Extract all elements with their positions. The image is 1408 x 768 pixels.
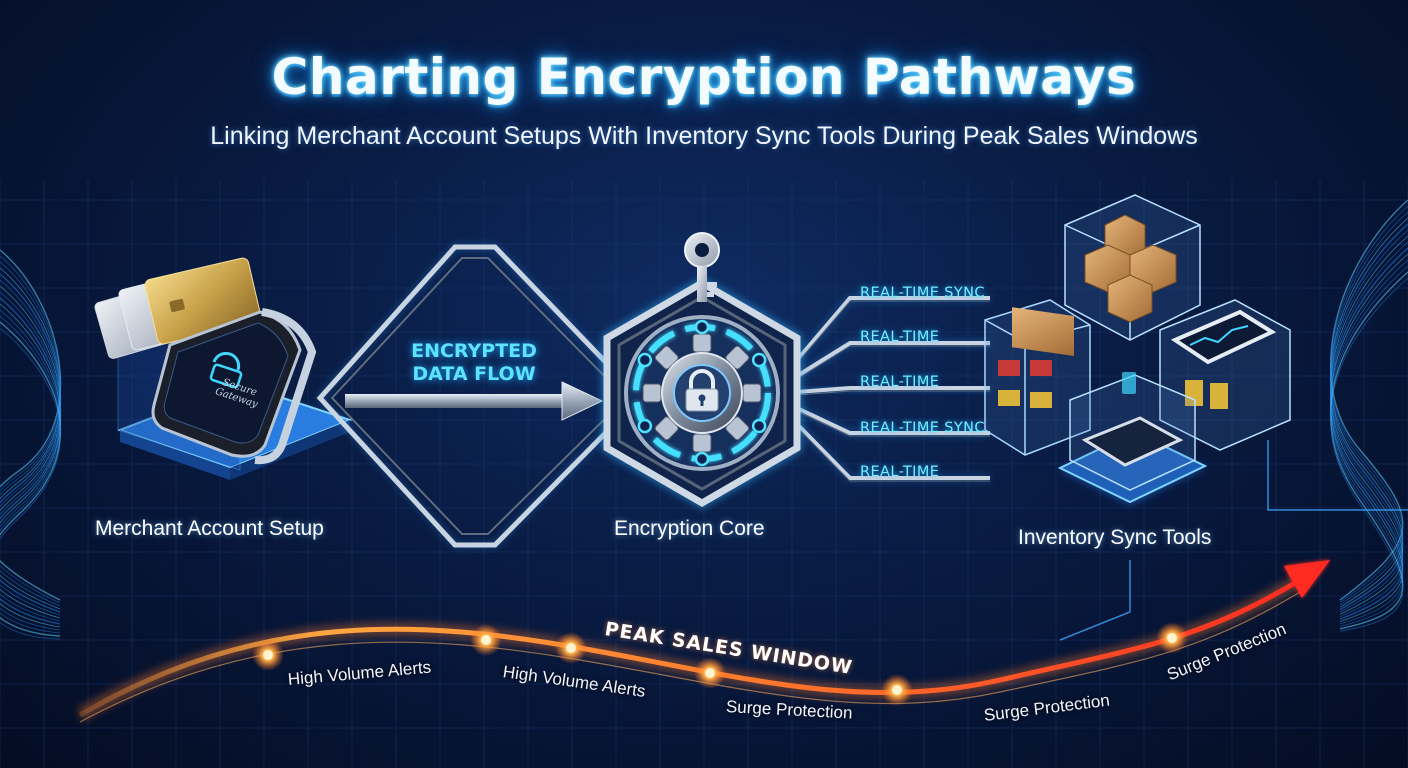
peak-event-markers	[252, 622, 1188, 706]
peak-sales-curve	[76, 560, 1330, 723]
sync-label: REAL-TIME	[860, 464, 940, 480]
inventory-shelf-cube	[984, 299, 1091, 456]
sync-label: REAL-TIME	[860, 374, 940, 390]
inventory-node-label: Inventory Sync Tools	[1018, 526, 1212, 549]
encrypted-data-flow-arrow	[345, 381, 604, 421]
background-light-waves	[0, 199, 1408, 640]
merchant-node	[94, 257, 353, 480]
inventory-boxes-icon	[1064, 194, 1201, 341]
merchant-node-label: Merchant Account Setup	[95, 517, 324, 540]
key-icon	[684, 232, 720, 302]
encryption-core-node	[584, 232, 820, 511]
analytics-tablet-cube	[1159, 299, 1291, 451]
sync-label: REAL-TIME	[860, 329, 940, 345]
sync-label: REAL-TIME SYNC	[860, 285, 985, 301]
flow-label-line1: ENCRYPTED	[411, 340, 537, 362]
inventory-node	[984, 194, 1408, 641]
core-node-label: Encryption Core	[614, 517, 765, 540]
page-title: Charting Encryption Pathways	[271, 48, 1137, 106]
payment-terminal-icon	[151, 308, 317, 465]
scanner-tablet-cube	[1069, 372, 1196, 491]
sync-label: REAL-TIME SYNC	[860, 420, 985, 436]
page-subtitle: Linking Merchant Account Setups With Inv…	[210, 122, 1198, 150]
flow-label-line2: DATA FLOW	[412, 363, 536, 385]
